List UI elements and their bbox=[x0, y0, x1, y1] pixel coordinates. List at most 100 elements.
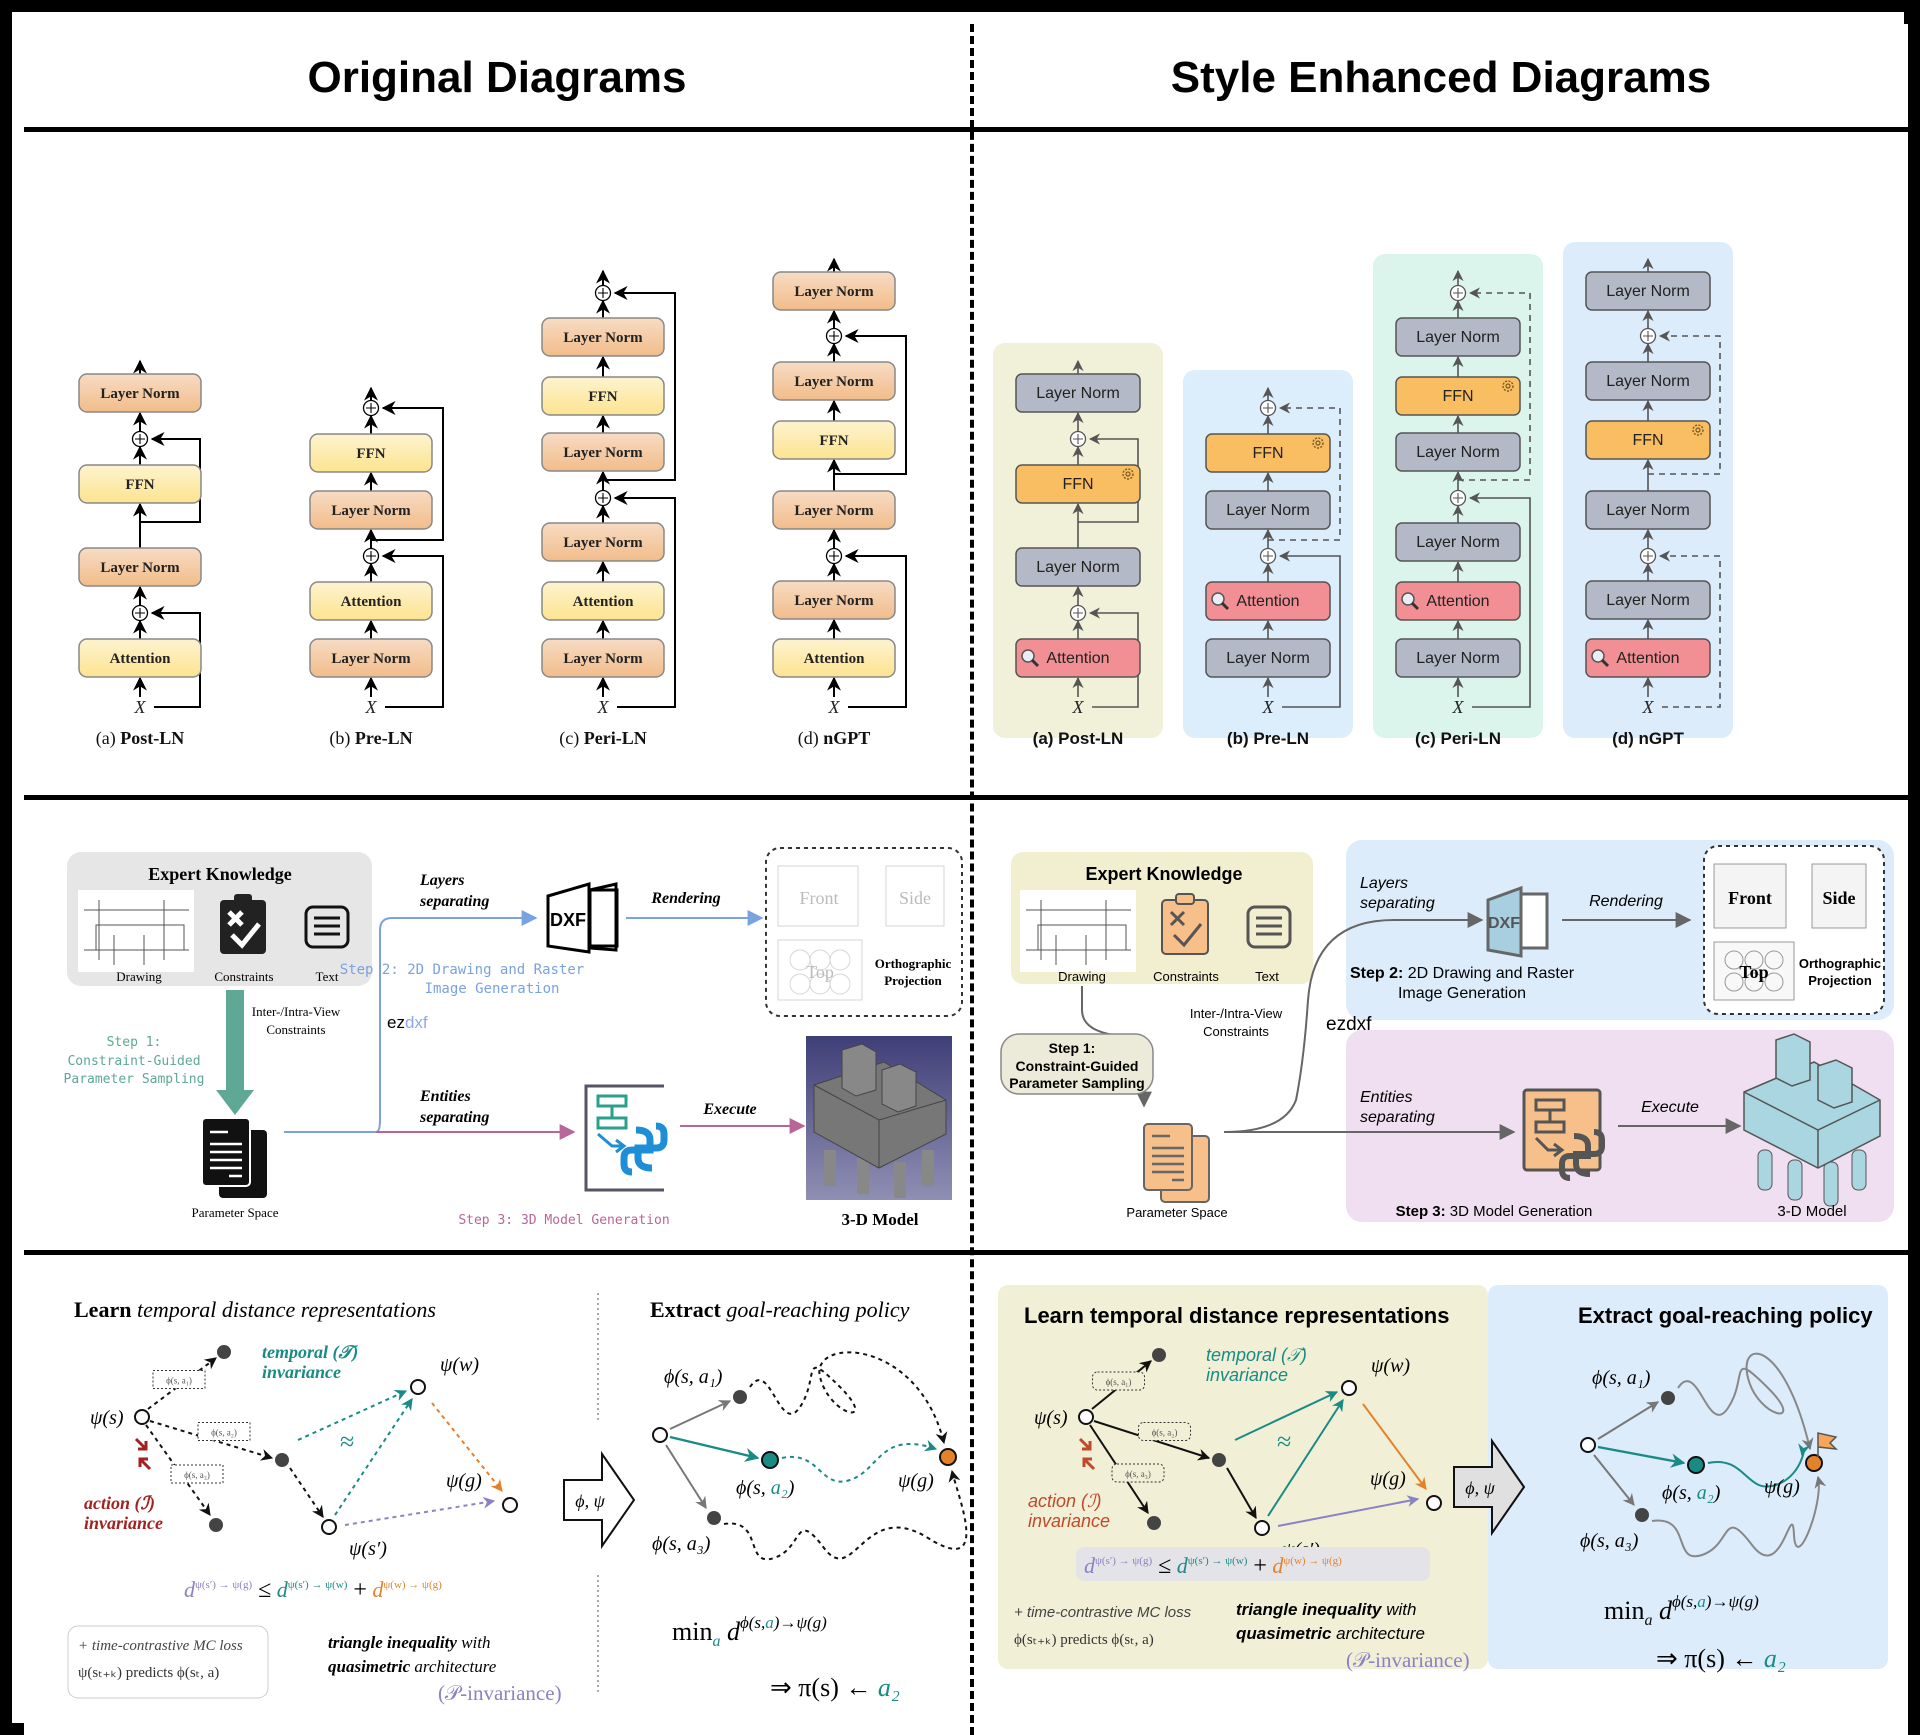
caption-prefix: (a) bbox=[1033, 729, 1059, 748]
min-d: d bbox=[720, 1617, 741, 1646]
attention-block-box bbox=[309, 581, 433, 621]
drawing-thumbnail bbox=[78, 890, 194, 972]
policy-node-a2 bbox=[1687, 1456, 1705, 1474]
p-invariance-label: (𝒫-invariance) bbox=[438, 1681, 562, 1705]
layer-norm-block-box bbox=[1015, 373, 1141, 413]
header-original-diagrams: Original Diagrams bbox=[307, 53, 687, 102]
attention-block: Attention bbox=[772, 638, 896, 678]
state-node-sp bbox=[321, 1519, 337, 1535]
state-node-sp bbox=[1254, 1520, 1270, 1536]
magnifier-icon bbox=[1021, 649, 1035, 663]
input-x-label: X bbox=[1072, 697, 1085, 717]
attention-block: Attention bbox=[1015, 638, 1141, 678]
step2-line1: Step 2: 2D Drawing and Raster bbox=[340, 962, 584, 978]
attention-block-label: Attention bbox=[1616, 650, 1679, 667]
goal-node bbox=[939, 1448, 957, 1466]
policy-formula: ⇒ π(s) ← a₂ bbox=[1656, 1644, 1786, 1673]
layer-norm-block-box bbox=[541, 522, 665, 562]
step2-line2: Image Generation bbox=[1398, 985, 1526, 1002]
action-invariance-label-2: invariance bbox=[84, 1513, 163, 1533]
layer-norm-block-box bbox=[1585, 580, 1711, 620]
layer-norm-block-label: Layer Norm bbox=[563, 330, 643, 346]
tri-with: with bbox=[457, 1633, 491, 1652]
phi-action-box-2 bbox=[197, 1422, 251, 1441]
state-action-node-a3 bbox=[1147, 1516, 1161, 1530]
temporal-arrow-1 bbox=[297, 1389, 408, 1441]
magnifier-handle bbox=[1600, 658, 1610, 668]
ffn-block: FFN bbox=[1205, 433, 1331, 473]
input-x-label: X bbox=[828, 697, 841, 717]
clipboard-check-icon bbox=[220, 894, 266, 954]
action-invariance-label-1: action (ℐ) bbox=[1028, 1491, 1101, 1511]
min-sub: a bbox=[1644, 1612, 1652, 1629]
constraints-label: Constraints bbox=[1153, 969, 1219, 984]
state-action-node-a2 bbox=[275, 1453, 289, 1467]
attention-block-label: Attention bbox=[573, 594, 634, 610]
residual-connection bbox=[381, 549, 444, 708]
phi-action-box-3 bbox=[170, 1464, 224, 1484]
temporal-arrow-1 bbox=[1234, 1391, 1339, 1441]
ineq-plus: + bbox=[1247, 1553, 1267, 1579]
distance-arrow-sp-g bbox=[1277, 1495, 1420, 1527]
gear-icon bbox=[1692, 424, 1704, 436]
action-arrow-a2 bbox=[149, 1420, 274, 1461]
phi-a2-pre: ϕ(s, bbox=[736, 1477, 771, 1499]
ortho-top-label: Top bbox=[806, 962, 834, 982]
layer-norm-block-label: Layer Norm bbox=[794, 374, 874, 390]
policy-pre: ⇒ π(s) ← bbox=[1656, 1644, 1764, 1673]
extract-region bbox=[1488, 1285, 1888, 1669]
ineq-rhs: d bbox=[367, 1577, 385, 1602]
min-sup-action: a bbox=[1697, 1592, 1706, 1611]
layer-norm-block: Layer Norm bbox=[772, 490, 896, 530]
min-sup-pre: ϕ(s, bbox=[740, 1613, 765, 1632]
layer-norm-block-box bbox=[772, 580, 896, 620]
triangle-inequality-note-1: triangle inequality with bbox=[1236, 1600, 1416, 1619]
magnifier-handle bbox=[1030, 658, 1040, 668]
tri-bold: triangle inequality bbox=[328, 1633, 457, 1652]
residual-connection bbox=[1648, 330, 1721, 475]
ffn-block-box bbox=[541, 376, 665, 416]
layer-norm-block: Layer Norm bbox=[1585, 580, 1711, 620]
plus-icon bbox=[1643, 331, 1653, 341]
plus-icon bbox=[135, 608, 145, 618]
layer-norm-block: Layer Norm bbox=[772, 361, 896, 401]
layer-norm-block-label: Layer Norm bbox=[1036, 385, 1120, 402]
attention-block: Attention bbox=[541, 581, 665, 621]
layer-norm-block-box bbox=[309, 490, 433, 530]
policy-action: a₂ bbox=[1764, 1644, 1786, 1673]
policy-pre: ⇒ π(s) ← bbox=[770, 1673, 878, 1702]
layer-norm-block-label: Layer Norm bbox=[331, 651, 411, 667]
policy-node-a3 bbox=[1635, 1508, 1649, 1522]
ln-caption: (b) Pre-LN bbox=[1227, 729, 1309, 748]
action-invariance-arrow-in-icon bbox=[1078, 1437, 1092, 1451]
phi-a1-label: ϕ(s, a₁) bbox=[1592, 1367, 1651, 1389]
step3-label: Step 3: 3D Model Generation bbox=[1396, 1203, 1593, 1220]
layer-norm-block-box bbox=[772, 271, 896, 311]
triangle-inequality-note-1: triangle inequality with bbox=[328, 1633, 490, 1652]
constraints-label: Constraints bbox=[214, 969, 273, 984]
distance-arrow-sp-g bbox=[344, 1496, 496, 1526]
goal-flag-icon bbox=[1817, 1432, 1839, 1457]
plus-icon bbox=[598, 288, 608, 298]
phi-a1-label: ϕ(s, a₁) bbox=[664, 1366, 723, 1388]
layer-norm-block-label: Layer Norm bbox=[794, 593, 874, 609]
drawing-thumbnail bbox=[1020, 890, 1136, 972]
phi-action-box-3 bbox=[1111, 1463, 1165, 1483]
layer-norm-block-label: Layer Norm bbox=[331, 503, 411, 519]
trajectory-a2 bbox=[781, 1439, 938, 1483]
divider-header bbox=[24, 127, 1908, 132]
triangle-inequality-formula: dψ(s′) → ψ(g) ≤ dψ(s′) → ψ(w) + dψ(w) → … bbox=[1084, 1553, 1342, 1579]
attention-block-box bbox=[1015, 638, 1141, 678]
ortho-views-faded bbox=[777, 865, 945, 1001]
min-sup-pre: ϕ(s, bbox=[1672, 1592, 1697, 1611]
layers-flow-line bbox=[1223, 912, 1484, 1133]
temporal-invariance-label-2: invariance bbox=[1206, 1365, 1288, 1385]
ortho-label-2: Projection bbox=[884, 973, 942, 988]
ffn-block-box bbox=[1015, 464, 1141, 504]
ln-caption: (d) nGPT bbox=[798, 728, 871, 749]
